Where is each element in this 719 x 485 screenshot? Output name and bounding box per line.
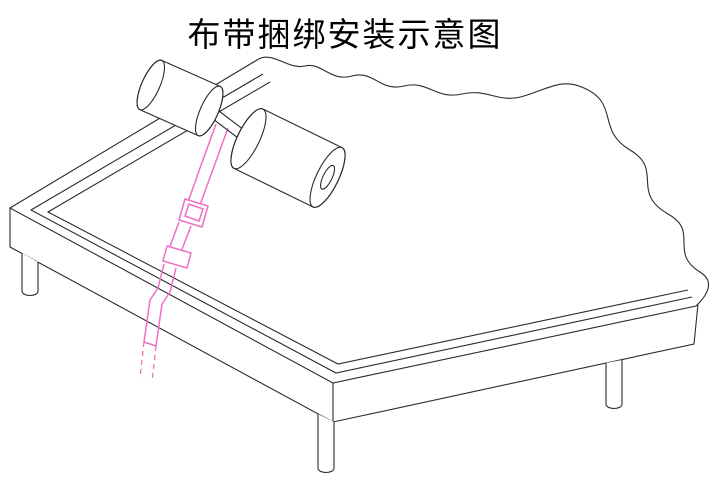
right-roller: [230, 108, 346, 208]
strap-end-cap: [143, 341, 157, 347]
bed-legs: [21, 253, 623, 474]
bed-platform: [8, 56, 710, 423]
strap-buckle: [178, 198, 209, 228]
bed-frame-inner-line-2: [46, 81, 689, 365]
right-roller-near-rim: [309, 146, 346, 208]
bed-leg-front: [317, 414, 335, 474]
right-roller-far-rim: [230, 108, 267, 170]
strap-mid-left-edge: [168, 221, 180, 250]
strap-upper-right-edge: [199, 127, 229, 206]
bed-left-side-face: [9, 208, 334, 423]
strap-adjuster: [162, 245, 192, 269]
bed-right-side-face: [332, 303, 699, 423]
strap-lower-right-edge: [155, 267, 177, 347]
roller-assembly: [136, 59, 346, 208]
left-roller-near-rim: [194, 85, 224, 137]
bed-top-surface: [8, 56, 710, 384]
strap-upper-left-edge: [187, 123, 217, 203]
left-roller: [136, 59, 224, 137]
strap-mid-right-edge: [180, 225, 192, 253]
diagram-title: 布带捆绑安装示意图: [187, 18, 503, 54]
right-roller-hub-hole: [320, 164, 336, 190]
strap-hidden-left-edge: [139, 341, 145, 379]
strap-buckle-inner: [184, 203, 204, 222]
binding-strap: [139, 123, 229, 383]
bed-frame-inner-line-1: [29, 73, 693, 374]
left-roller-far-rim: [136, 59, 166, 111]
bed-leg-right: [605, 360, 623, 410]
strap-lower-left-edge: [143, 263, 165, 343]
strap-hidden-right-edge: [151, 345, 157, 383]
bed-leg-left: [21, 253, 39, 297]
